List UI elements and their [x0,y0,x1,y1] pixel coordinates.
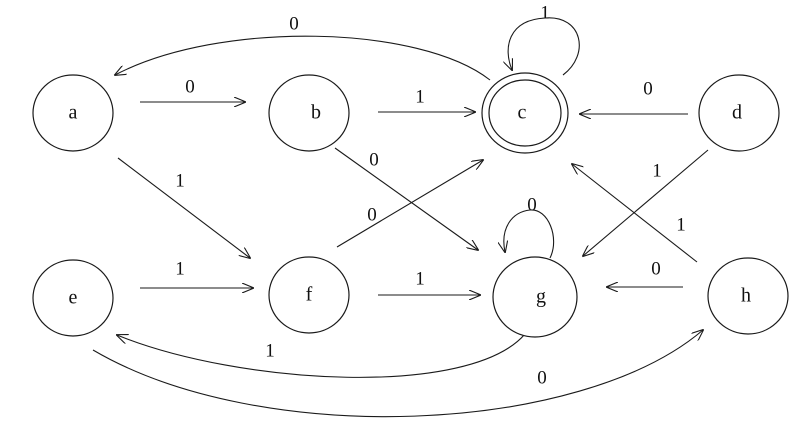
state-e-label: e [69,287,78,309]
state-d-circle [698,74,780,152]
state-f: f [268,256,350,334]
transition-g-e: 1 [117,333,526,378]
transition-c-a-arrow [115,35,491,81]
state-c-inner-circle [488,79,562,147]
transition-f-c-label: 0 [367,204,377,225]
state-h: h [707,257,789,335]
transition-b-g-label: 0 [369,149,379,170]
transition-h-c-label: 1 [676,214,686,235]
transition-c-c-arrow [508,17,580,76]
transition-d-g: 1 [583,149,709,256]
transition-h-c-arrow [572,164,698,263]
transition-a-f-label: 1 [175,170,185,191]
state-g: g [492,256,578,338]
transition-f-g: 1 [378,268,480,295]
state-b-circle [268,74,350,152]
state-g-label: g [536,286,546,308]
transition-e-f-label: 1 [175,258,185,279]
transition-h-c: 1 [572,164,698,263]
transition-c-c-label: 1 [540,2,550,23]
state-d: d [698,74,780,152]
transition-d-c-label: 0 [643,78,653,99]
state-b: b [268,74,350,152]
transition-c-c: 1 [508,2,580,76]
transitions: 0 1 0 1 0 1 0 0 [92,2,709,418]
state-a: a [32,74,114,152]
transition-e-h-label: 0 [537,367,547,388]
transition-a-f-arrow [117,157,250,258]
state-a-circle [32,74,114,152]
transition-a-b-label: 0 [185,76,195,97]
transition-b-c: 1 [378,86,475,112]
state-a-label: a [69,102,78,124]
transition-f-c: 0 [336,160,483,248]
transition-f-g-label: 1 [415,268,425,289]
transition-b-c-label: 1 [415,86,425,107]
transition-b-g-arrow [334,147,478,250]
transition-e-h-arrow [92,330,703,418]
transition-e-f: 1 [140,258,253,288]
state-b-label: b [311,102,321,124]
state-h-label: h [741,285,751,307]
transition-b-g: 0 [334,147,478,250]
state-e: e [32,259,114,337]
state-f-circle [268,256,350,334]
state-g-circle [492,256,578,338]
transition-a-b: 0 [140,76,245,102]
transition-g-g-arrow [504,209,555,259]
transition-d-g-label: 1 [652,160,662,181]
state-d-label: d [732,102,742,124]
transition-g-e-arrow [117,333,526,378]
transition-h-g-label: 0 [651,258,661,279]
transition-e-h: 0 [92,330,703,418]
state-c-label: c [518,102,527,124]
transition-g-e-label: 1 [265,340,275,361]
transition-a-f: 1 [117,157,250,258]
transition-g-g-label: 0 [527,194,537,215]
transition-c-a-label: 0 [289,13,299,34]
transition-f-c-arrow [336,160,483,248]
state-c: c [481,72,569,154]
state-f-label: f [306,284,313,306]
transition-h-g: 0 [607,258,683,287]
transition-d-c: 0 [580,78,688,114]
state-h-circle [707,257,789,335]
transition-g-g: 0 [504,194,555,259]
transition-c-a: 0 [115,13,491,81]
state-e-circle [32,259,114,337]
transition-d-g-arrow [583,149,709,256]
states: a b c d e f g h [32,72,789,338]
